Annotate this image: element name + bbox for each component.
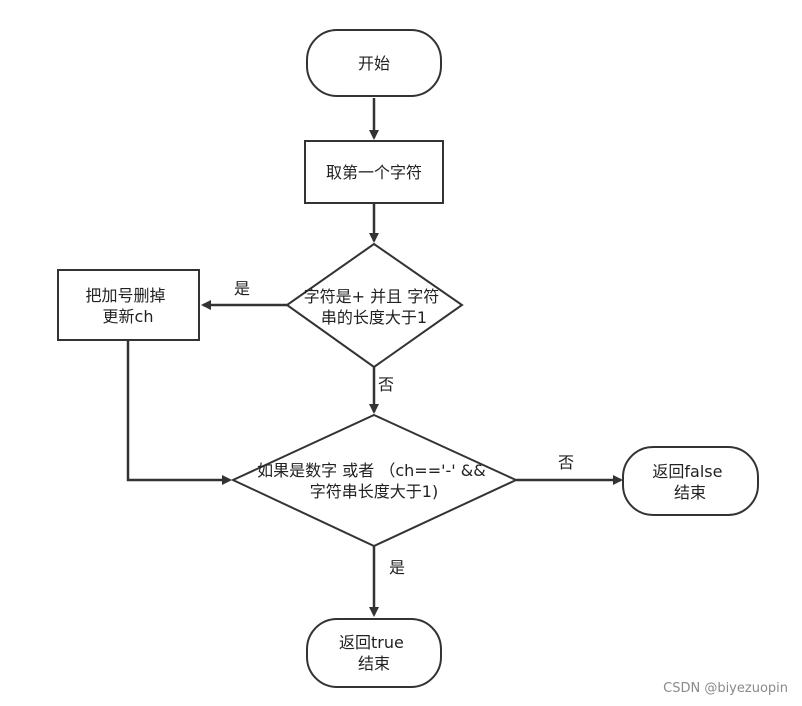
process-shape	[304, 140, 444, 204]
node-return-false-label: 返回false 结束	[652, 462, 727, 502]
node-return-true-line-1: 返回true	[339, 633, 404, 652]
node-take-first-char-label: 取第一个字符	[326, 163, 422, 182]
node-return-false: 返回false 结束	[622, 446, 759, 516]
edge-label-plus-yes: 是	[234, 279, 250, 298]
edge-label-plus-no: 否	[378, 375, 394, 394]
decision-shape	[285, 242, 464, 369]
node-check-digit: 如果是数字 或者 （ch=='-' && 字符串长度大于1)	[230, 413, 519, 548]
node-check-plus-label: 字符是+ 并且 字符 串的长度大于1	[304, 287, 445, 327]
node-check-plus-line-1: 字符是+ 并且 字符	[304, 287, 440, 306]
node-return-true-line-2: 结束	[358, 654, 390, 673]
node-start: 开始	[306, 29, 442, 97]
node-start-label: 开始	[358, 54, 390, 73]
process-shape	[57, 269, 200, 341]
decision-shape	[230, 413, 519, 548]
terminator-shape	[306, 618, 442, 688]
node-return-false-line-1: 返回false	[652, 462, 722, 481]
node-check-plus: 字符是+ 并且 字符 串的长度大于1	[285, 242, 464, 369]
node-return-true: 返回true 结束	[306, 618, 442, 688]
node-remove-plus: 把加号删掉 更新ch	[57, 269, 200, 341]
node-return-false-line-2: 结束	[674, 483, 706, 502]
node-take-first-char: 取第一个字符	[304, 140, 444, 204]
edge-remove-plus-to-check-digit	[126, 340, 232, 485]
edge-label-digit-no: 否	[558, 453, 574, 472]
node-check-digit-line-1: 如果是数字 或者 （ch=='-' &&	[257, 461, 486, 480]
edge-label-digit-yes: 是	[389, 558, 405, 577]
edge-labels: 是 否 否 是	[234, 279, 574, 577]
terminator-shape	[306, 29, 442, 97]
terminator-shape	[622, 446, 759, 516]
node-return-true-label: 返回true 结束	[339, 633, 409, 673]
node-remove-plus-label: 把加号删掉 更新ch	[85, 286, 170, 326]
node-check-plus-line-2: 串的长度大于1	[321, 308, 427, 327]
watermark: CSDN @biyezuopin	[663, 681, 788, 696]
node-remove-plus-line-2: 更新ch	[103, 307, 154, 326]
node-remove-plus-line-1: 把加号删掉	[85, 286, 165, 305]
node-check-digit-label: 如果是数字 或者 （ch=='-' && 字符串长度大于1)	[257, 461, 491, 501]
node-check-digit-line-2: 字符串长度大于1)	[310, 482, 438, 501]
edges	[126, 98, 623, 617]
